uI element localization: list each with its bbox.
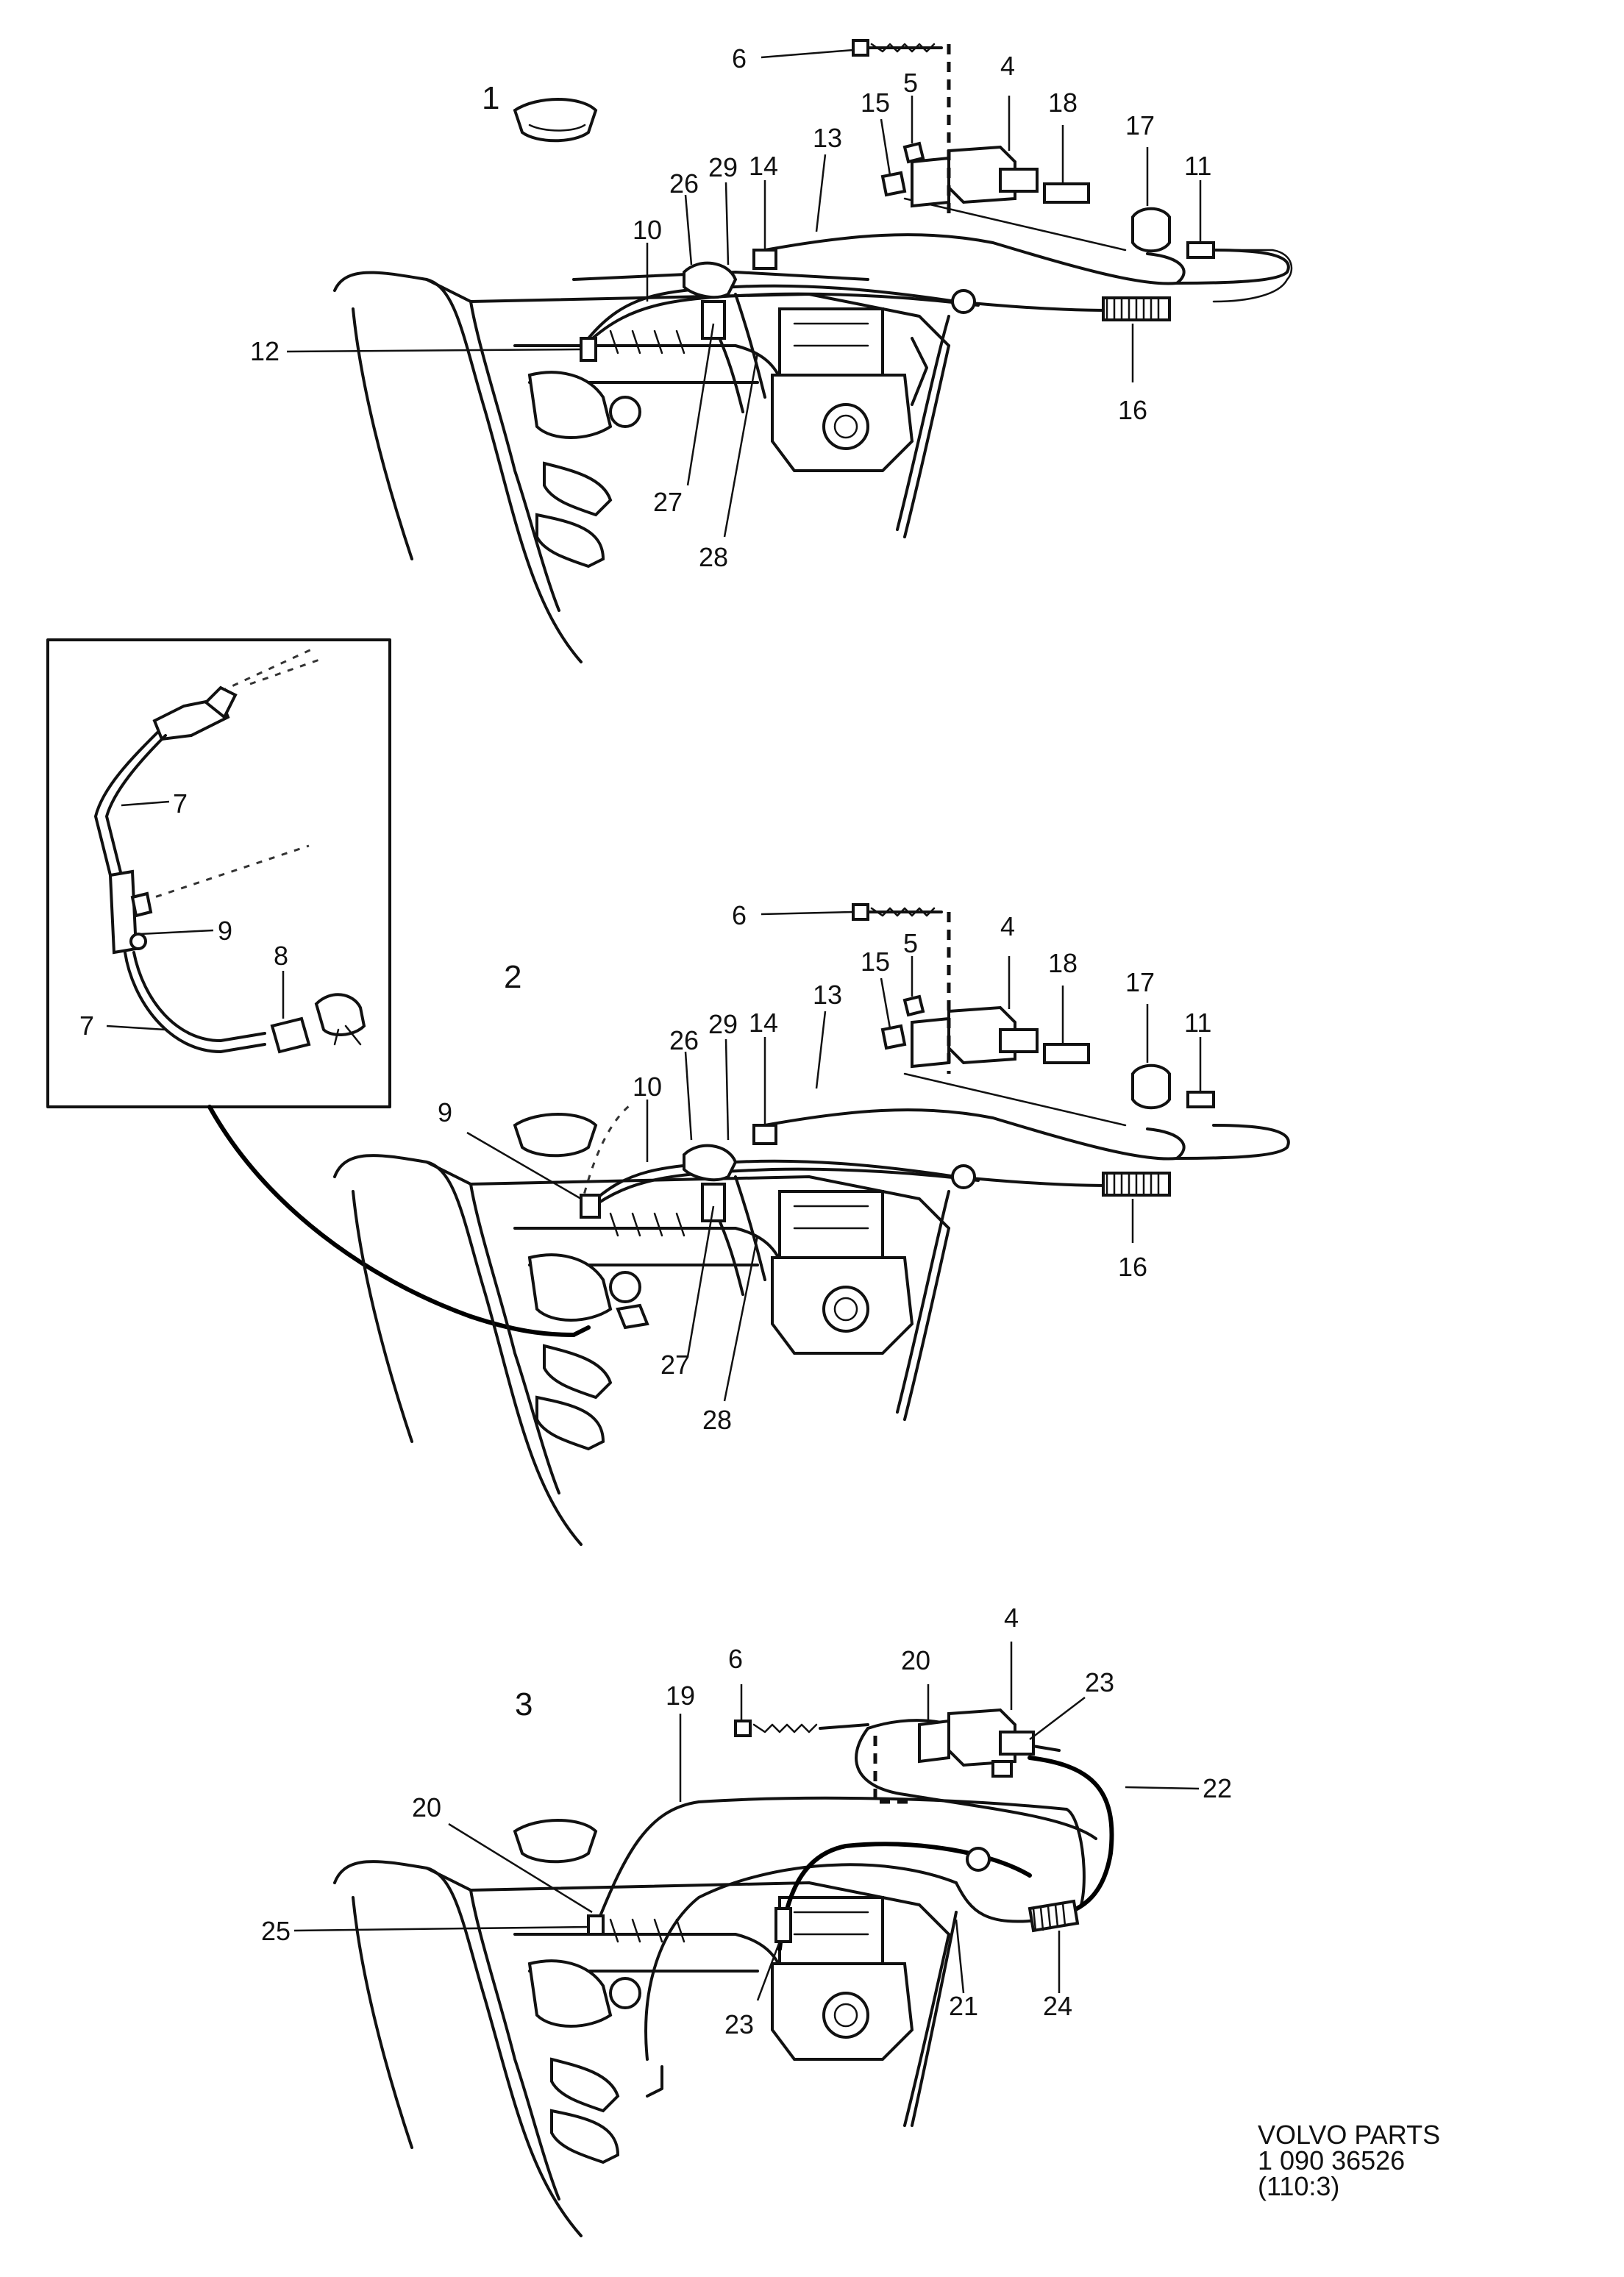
callout-14: 14 (749, 151, 778, 181)
view-1-callouts: 6 5 4 18 17 11 15 13 14 29 26 10 12 (250, 43, 1211, 572)
inset-detail: 7 9 8 7 (46, 638, 576, 1337)
callout-29: 29 (708, 152, 738, 182)
callout-21: 21 (949, 1991, 978, 2021)
callout-26: 26 (669, 168, 699, 199)
callout-5: 5 (903, 928, 918, 958)
view-3-wiring (587, 1719, 1114, 2127)
inset-callout-8: 8 (274, 941, 288, 971)
callout-16: 16 (1118, 395, 1147, 425)
inset-frame (46, 638, 391, 1108)
view-2-engine-drawing (333, 1102, 950, 1546)
view-3-engine-drawing (333, 1819, 950, 2237)
view-1-engine-drawing (333, 98, 950, 663)
callout-9: 9 (438, 1097, 452, 1127)
callout-13: 13 (813, 123, 842, 153)
callout-24: 24 (1043, 1991, 1072, 2021)
callout-29: 29 (708, 1009, 738, 1039)
callout-6: 6 (728, 1644, 743, 1674)
callout-19: 19 (666, 1681, 695, 1711)
callout-28: 28 (702, 1405, 732, 1435)
view-2-callouts: 6 5 4 18 17 11 15 13 14 29 26 10 9 (438, 900, 1211, 1435)
callout-10: 10 (633, 1072, 662, 1102)
callout-15: 15 (861, 88, 890, 118)
view-1-solenoid-valve (852, 39, 1215, 259)
callout-6: 6 (732, 43, 747, 74)
callout-14: 14 (749, 1008, 778, 1038)
view-3-number: 3 (515, 1686, 533, 1722)
footer-line-2: 1 090 36526 (1258, 2145, 1405, 2176)
callout-27: 27 (660, 1350, 690, 1380)
callout-16: 16 (1118, 1252, 1147, 1282)
callout-17: 17 (1125, 967, 1155, 997)
callout-12: 12 (250, 336, 279, 366)
callout-28: 28 (699, 542, 728, 572)
view-2-solenoid-valve (852, 903, 1215, 1110)
callout-10: 10 (633, 215, 662, 245)
inset-callout-7-lower: 7 (79, 1011, 94, 1041)
callout-6: 6 (732, 900, 747, 930)
view-1-hoses (580, 197, 1293, 531)
callout-20: 20 (901, 1645, 930, 1675)
callout-18: 18 (1048, 948, 1078, 978)
catalog-reference: VOLVO PARTS 1 090 36526 (110:3) (1258, 2120, 1440, 2201)
callout-13: 13 (813, 980, 842, 1010)
inset-callout-9: 9 (218, 916, 232, 946)
footer-line-3: (110:3) (1258, 2171, 1339, 2201)
callout-17: 17 (1125, 110, 1155, 140)
inset-callout-7-upper: 7 (173, 788, 188, 819)
callout-26: 26 (669, 1025, 699, 1055)
callout-11: 11 (1184, 151, 1211, 181)
callout-4: 4 (1004, 1603, 1019, 1633)
callout-15: 15 (861, 947, 890, 977)
callout-22: 22 (1203, 1773, 1232, 1803)
view-1: 1 (250, 39, 1293, 663)
callout-23: 23 (1085, 1667, 1114, 1697)
callout-25: 25 (261, 1916, 291, 1946)
callout-23-lower: 23 (724, 2009, 754, 2039)
footer-line-1: VOLVO PARTS (1258, 2120, 1440, 2150)
view-3-solenoid-valve (734, 1708, 1035, 1778)
view-3-callouts: 6 20 4 23 19 22 20 25 23 21 24 (261, 1603, 1232, 2039)
view-2: 2 (333, 900, 1290, 1546)
callout-11: 11 (1184, 1008, 1211, 1038)
view-2-number: 2 (504, 959, 521, 995)
callout-20-lower: 20 (412, 1792, 441, 1822)
view-1-number: 1 (482, 80, 499, 116)
callout-5: 5 (903, 68, 918, 98)
callout-27: 27 (653, 487, 683, 517)
callout-18: 18 (1048, 88, 1078, 118)
callout-4: 4 (1000, 911, 1015, 941)
callout-4: 4 (1000, 51, 1015, 81)
view-3: 3 (261, 1603, 1232, 2237)
